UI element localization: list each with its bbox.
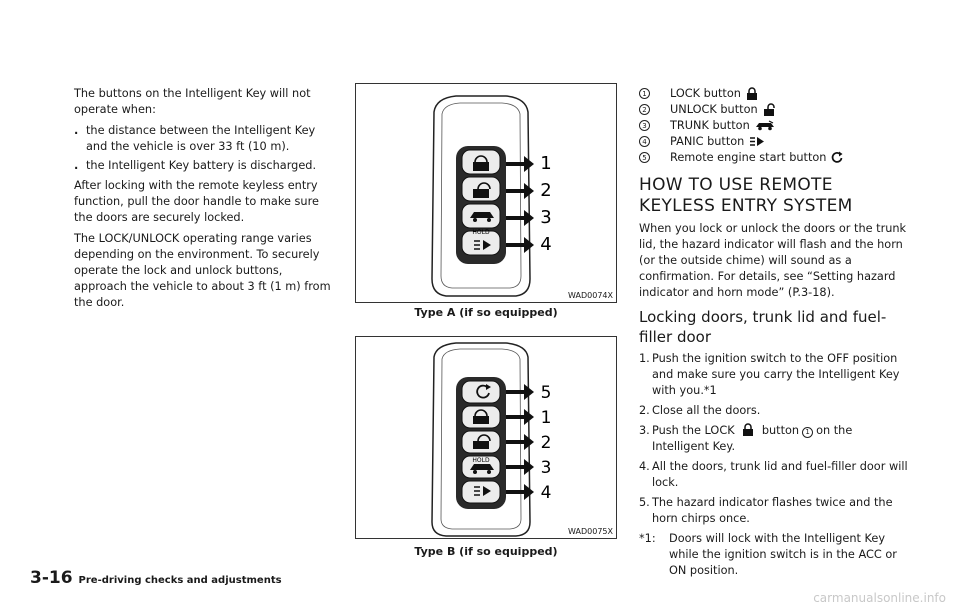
callout-4: 4 bbox=[540, 234, 551, 255]
list-item: 4.All the doors, trunk lid and fuel-fill… bbox=[639, 460, 908, 489]
panic-icon bbox=[750, 137, 765, 146]
circled-number: 5 bbox=[639, 152, 650, 163]
callout-3: 3 bbox=[541, 458, 552, 478]
circled-number: 2 bbox=[639, 104, 650, 115]
trunk-icon bbox=[755, 120, 774, 131]
right-column: 1 LOCK button 2 UNLOCK button 3 TRUNK bu… bbox=[639, 86, 909, 579]
circled-number: 4 bbox=[639, 136, 650, 147]
callout-2: 2 bbox=[541, 433, 552, 453]
figure-code: WAD0074X bbox=[568, 291, 613, 300]
watermark: carmanualsonline.info bbox=[813, 591, 946, 605]
section-title: HOW TO USE REMOTE KEYLESS ENTRY SYSTEM bbox=[639, 175, 853, 216]
callout-1: 1 bbox=[541, 408, 552, 428]
page-number: 3-16 bbox=[30, 568, 73, 588]
lock-icon bbox=[746, 87, 757, 100]
button-legend: 1 LOCK button 2 UNLOCK button 3 TRUNK bu… bbox=[639, 86, 909, 165]
circled-number: 1 bbox=[639, 88, 650, 99]
list-item: 5.The hazard indicator flashes twice and… bbox=[639, 496, 893, 525]
list-item: 1.Push the ignition switch to the OFF po… bbox=[639, 352, 900, 397]
callout-5: 5 bbox=[541, 383, 552, 403]
callout-4: 4 bbox=[541, 483, 552, 503]
figure-caption-a: Type A (if so equipped) bbox=[414, 306, 558, 319]
circled-number: 1 bbox=[802, 426, 814, 438]
callout-2: 2 bbox=[540, 180, 551, 201]
lock-icon bbox=[743, 423, 754, 436]
subsection-title: Locking doors, trunk lid and fuel-filler… bbox=[639, 308, 887, 346]
list-item: 4 PANIC button bbox=[639, 134, 909, 149]
list-item: 2 UNLOCK button bbox=[639, 102, 909, 117]
hold-label: HOLD bbox=[472, 229, 490, 236]
intro-text: The buttons on the Intelligent Key will … bbox=[74, 87, 311, 116]
key-fob-type-a-illustration: HOLD 1 2 3 4 bbox=[431, 95, 552, 297]
conditions-list: .the distance between the Intelligent Ke… bbox=[74, 123, 336, 174]
key-fob-type-b-illustration: HOLD 5 1 2 3 4 bbox=[431, 342, 552, 537]
list-item: .the distance between the Intelligent Ke… bbox=[74, 124, 316, 153]
callout-1: 1 bbox=[540, 153, 551, 174]
callout-3: 3 bbox=[540, 207, 551, 228]
figure-type-b: HOLD 5 1 2 3 4 WAD0075X bbox=[355, 336, 617, 539]
figure-code: WAD0075X bbox=[568, 527, 613, 536]
paragraph-range: The LOCK/UNLOCK operating range varies d… bbox=[74, 232, 331, 309]
list-item: 2.Close all the doors. bbox=[639, 404, 761, 417]
circled-number: 3 bbox=[639, 120, 650, 131]
unlock-icon bbox=[763, 103, 775, 116]
list-item: 3 TRUNK button bbox=[639, 118, 909, 133]
page-footer: 3-16 Pre-driving checks and adjustments bbox=[30, 568, 282, 588]
section-paragraph: When you lock or unlock the doors or the… bbox=[639, 222, 907, 299]
chapter-title: Pre-driving checks and adjustments bbox=[78, 575, 282, 586]
list-item: 5 Remote engine start button bbox=[639, 150, 909, 165]
left-column: The buttons on the Intelligent Key will … bbox=[74, 86, 336, 316]
footnote: *1: Doors will lock with the Intelligent… bbox=[639, 532, 897, 577]
list-item: 1 LOCK button bbox=[639, 86, 909, 101]
figure-caption-b: Type B (if so equipped) bbox=[414, 545, 558, 558]
steps-list: 1.Push the ignition switch to the OFF po… bbox=[639, 351, 909, 527]
figure-type-a: HOLD 1 2 3 4 WAD0074X bbox=[355, 83, 617, 303]
remote-start-icon bbox=[832, 151, 843, 163]
list-item: .the Intelligent Key battery is discharg… bbox=[74, 159, 317, 172]
paragraph-locking: After locking with the remote keyless en… bbox=[74, 179, 319, 224]
hold-label: HOLD bbox=[472, 457, 490, 464]
